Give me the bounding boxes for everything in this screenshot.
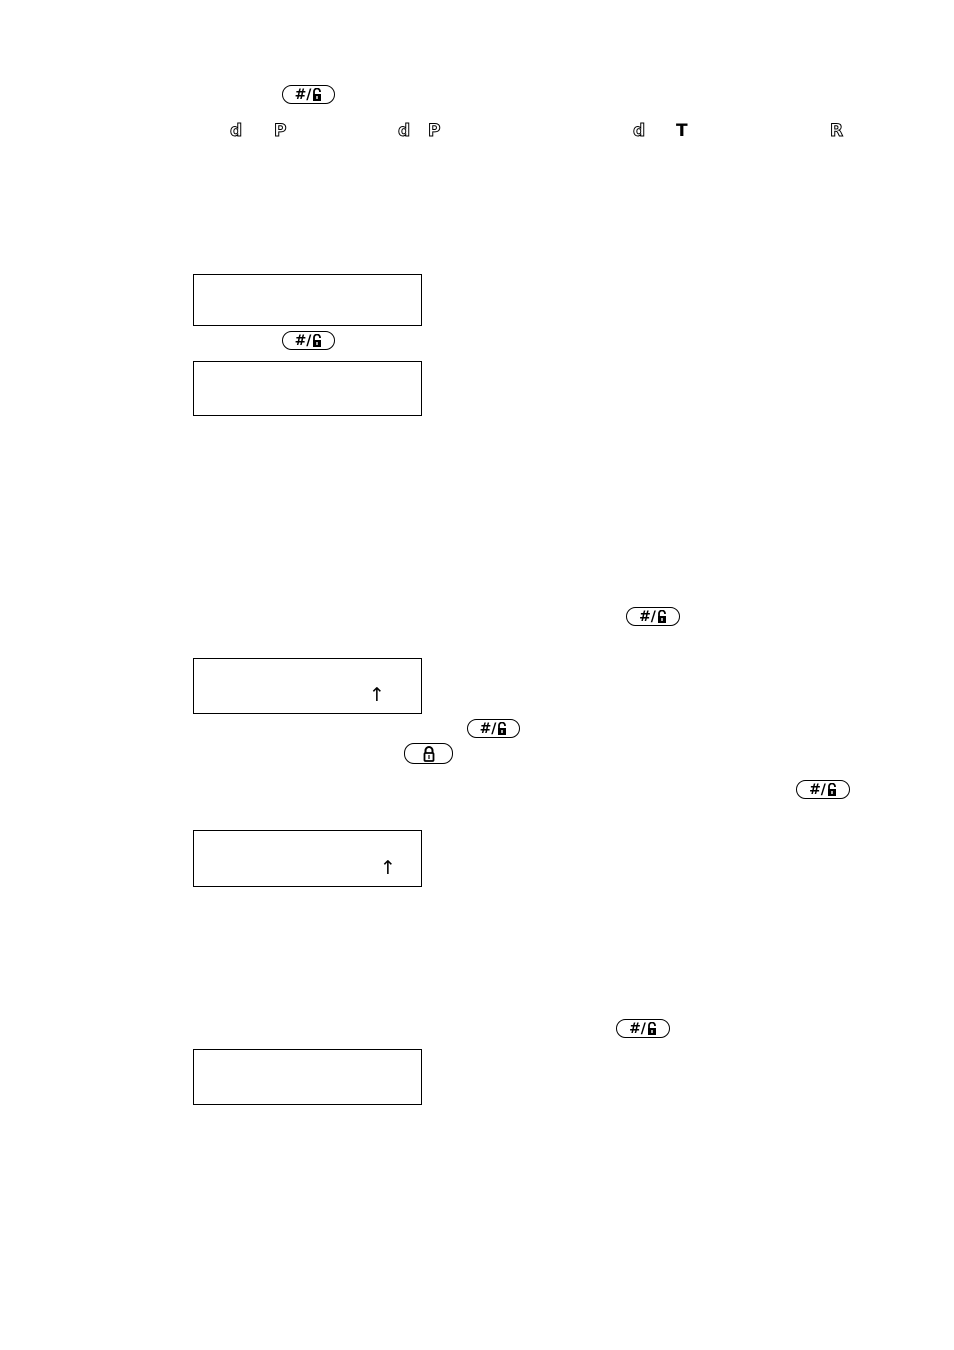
hash-key-label: #/ [479,720,497,737]
glyph-r: R [829,121,844,141]
lcd-display-3: ↑ [193,658,422,714]
lcd-display-2 [193,361,422,416]
hash-lock-key-1: #/ [282,85,335,104]
glyph-d-2: d [397,121,411,141]
hash-lock-key-3: #/ [626,607,680,626]
lcd-display-4: ↑ [193,830,422,887]
hash-lock-key-2: #/ [282,331,335,350]
hash-key-label: #/ [294,86,312,103]
padlock-icon [313,88,322,101]
hash-key-label: #/ [809,781,826,798]
glyph-d-1: d [229,121,243,141]
hash-key-label: #/ [294,332,312,349]
hash-key-label: #/ [639,608,656,625]
glyph-p-2: P [427,121,441,141]
hash-lock-key-5: #/ [796,780,850,799]
lcd-display-1 [193,274,422,326]
padlock-icon [647,1022,656,1035]
closed-padlock-icon [423,745,434,762]
cursor-arrow: ↑ [369,684,385,706]
hash-key-label: #/ [629,1020,646,1037]
cursor-arrow: ↑ [380,857,396,879]
padlock-icon [827,783,836,796]
glyph-d-3: d [632,121,646,141]
padlock-icon [498,722,507,735]
hash-lock-key-6: #/ [616,1019,670,1038]
padlock-icon [657,610,666,623]
glyph-p-1: P [273,121,287,141]
hash-lock-key-4: #/ [467,719,520,738]
lock-key [404,743,453,764]
lcd-display-5 [193,1049,422,1105]
padlock-icon [313,334,322,347]
glyph-t: T [676,121,688,141]
